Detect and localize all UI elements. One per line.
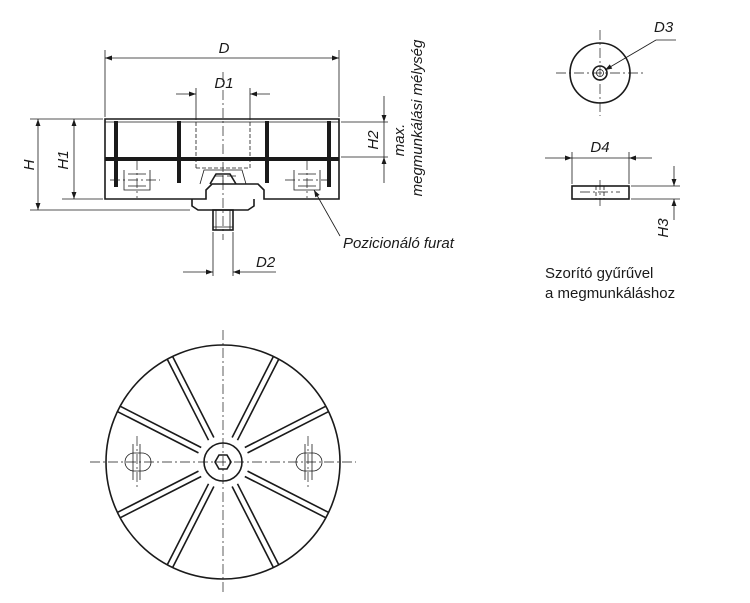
dimension-H2: H2 — [341, 96, 388, 183]
plan-view-left-slot — [124, 436, 152, 488]
label-D2: D2 — [256, 254, 276, 271]
dimension-D1: D1 — [176, 75, 270, 120]
dimension-D2: D2 — [183, 232, 276, 276]
label-H: H — [21, 159, 38, 170]
plan-view — [90, 330, 356, 594]
plan-view-radial-grooves — [117, 356, 329, 568]
side-view — [104, 72, 340, 240]
label-D1: D1 — [214, 75, 233, 92]
side-view-body-outline — [104, 118, 340, 200]
side-view-vertical-grooves — [114, 121, 331, 187]
label-H2: H2 — [365, 130, 382, 150]
label-H3: H3 — [655, 218, 672, 238]
clamp-ring-side-view: D4 H3 — [545, 139, 680, 238]
clamp-ring-note-line1: Szorító gyűrűvel — [545, 265, 653, 282]
positioning-hole-callout: Pozicionáló furat — [313, 189, 455, 252]
plan-view-hub — [203, 442, 243, 482]
label-D4: D4 — [590, 139, 609, 156]
dimension-H1: H1 — [55, 119, 103, 200]
label-D3: D3 — [654, 19, 674, 36]
max-depth-note-line2: megmunkálási mélység — [409, 39, 426, 196]
dimension-D: D — [104, 40, 340, 117]
clamp-ring-note-line2: a megmunkáláshoz — [545, 285, 675, 302]
side-view-groove-band — [105, 157, 339, 161]
max-depth-note: max. megmunkálási mélység — [391, 39, 426, 196]
hex-socket-icon — [214, 454, 232, 470]
dimension-H: H — [21, 118, 190, 211]
positioning-hole-label: Pozicionáló furat — [343, 235, 455, 252]
clamp-ring-top-view: D3 — [556, 19, 676, 116]
label-H1: H1 — [55, 150, 72, 169]
clamp-ring-note: Szorító gyűrűvel a megmunkáláshoz — [545, 265, 675, 302]
plan-view-right-hole — [295, 436, 323, 488]
label-D: D — [219, 40, 230, 57]
max-depth-note-line1: max. — [391, 124, 408, 157]
